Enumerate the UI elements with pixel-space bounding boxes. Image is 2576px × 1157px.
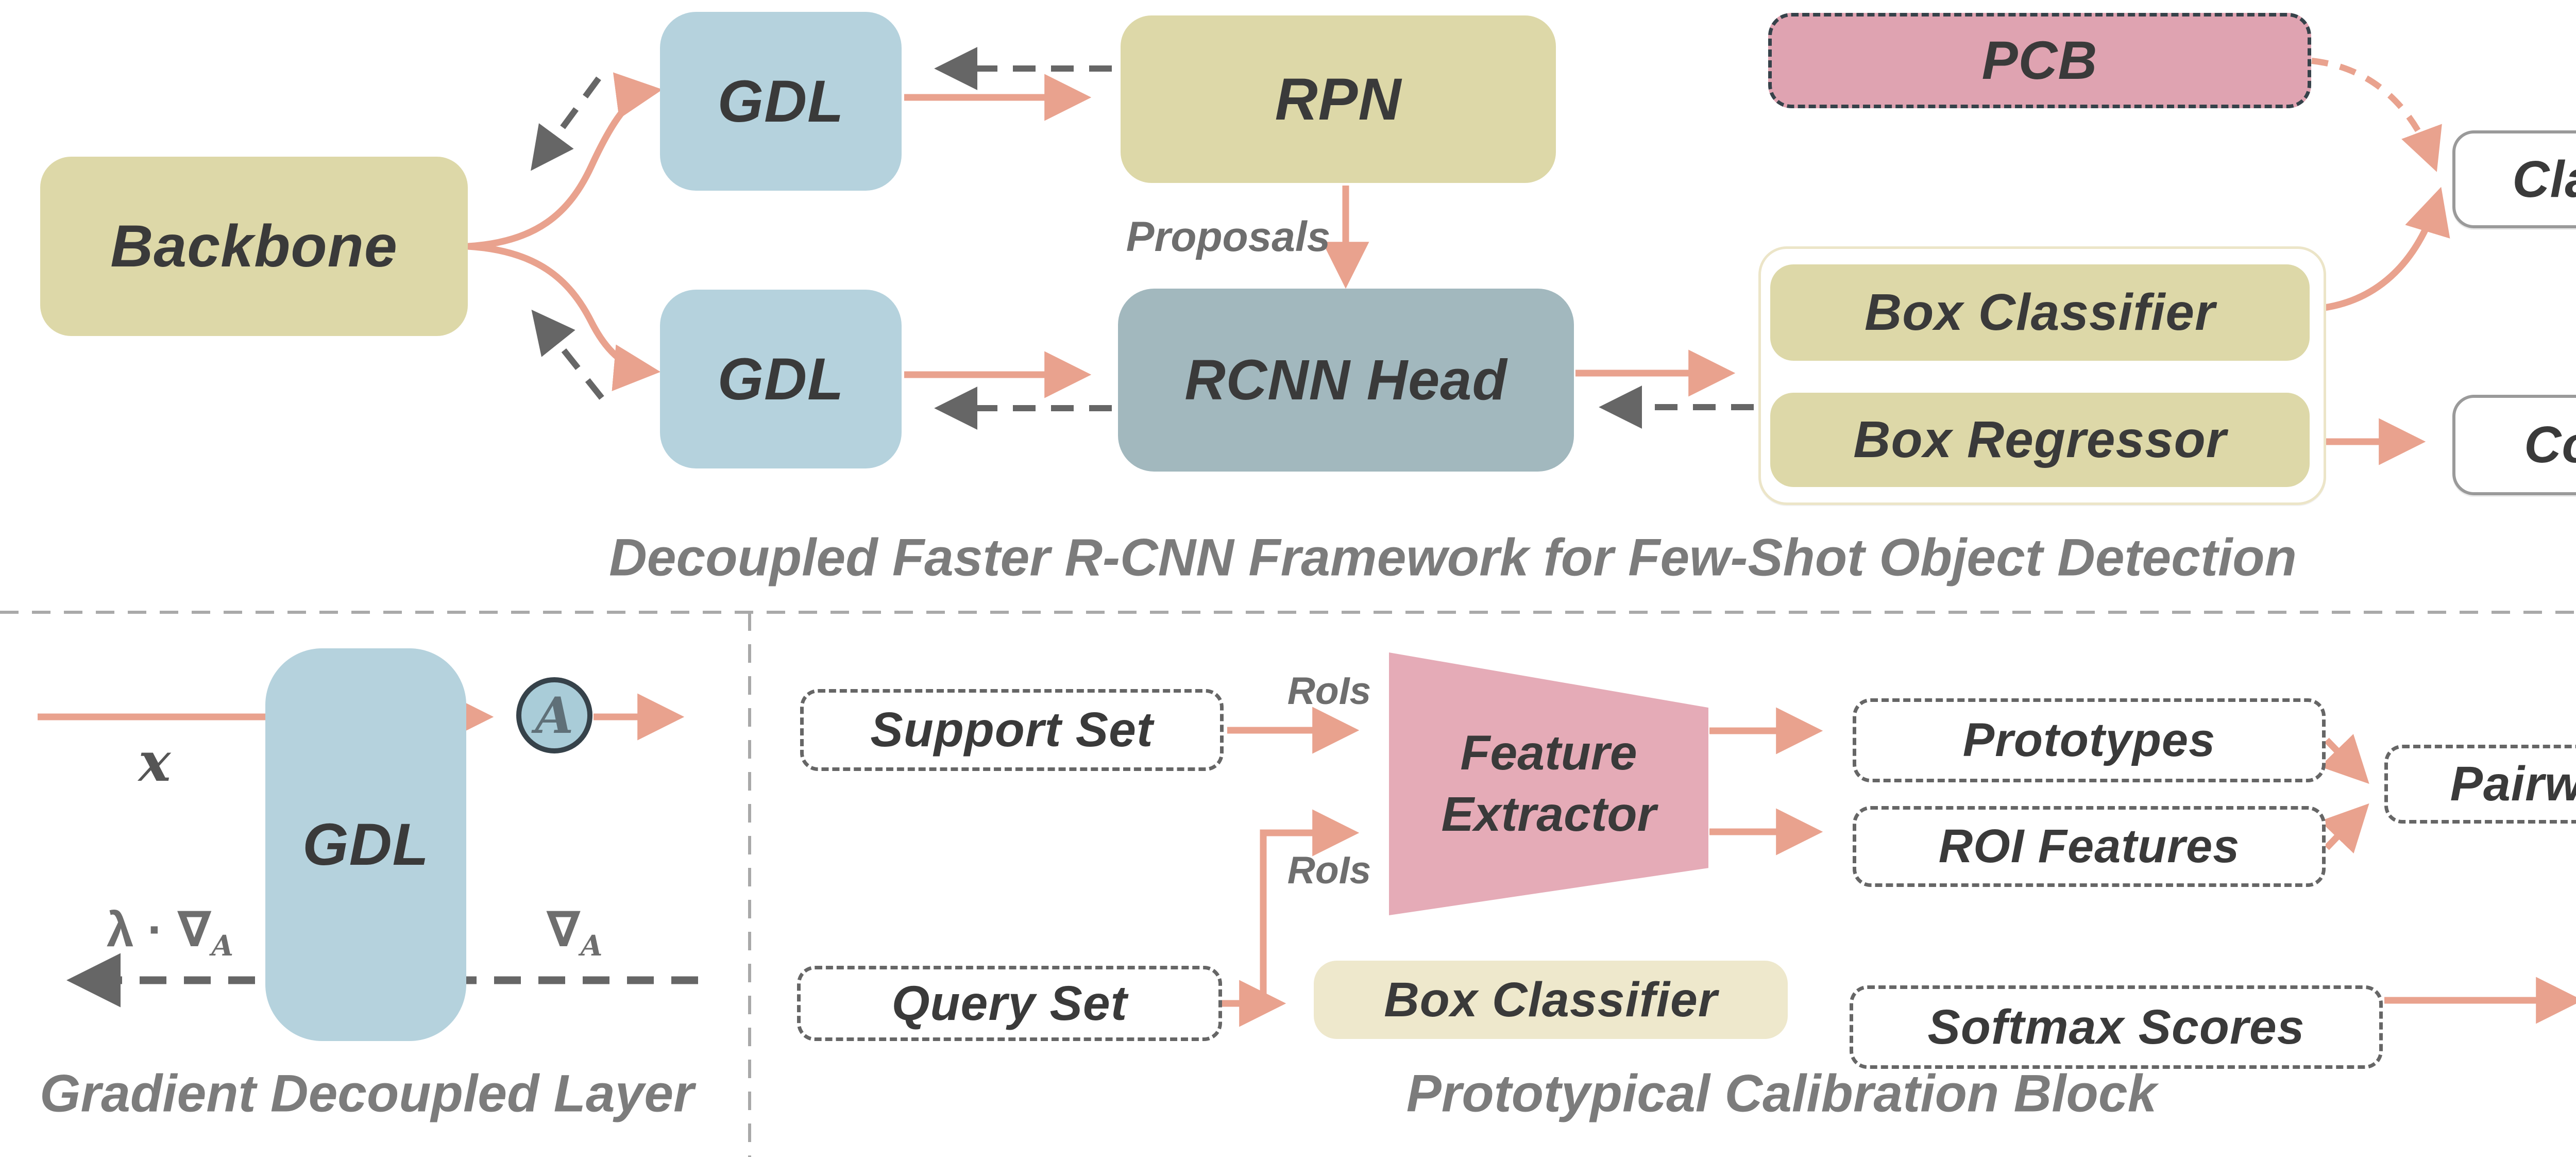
gradient-label: ∇A xyxy=(547,901,603,962)
proposals-label: Proposals xyxy=(1126,213,1331,260)
framework-caption: Decoupled Faster R-CNN Framework for Few… xyxy=(609,528,2297,587)
scaled-gradient-label: λ · ∇A xyxy=(107,901,233,962)
gradient-subscript: A xyxy=(580,929,603,963)
pcb-caption: Prototypical Calibration Block xyxy=(1406,1064,2157,1123)
arrow-backbone-to-gdl-top xyxy=(467,72,663,250)
roi-features-block: ROI Features xyxy=(1853,806,2326,887)
softmax-scores-block: Softmax Scores xyxy=(1850,985,2383,1069)
affine-transform-icon: A xyxy=(516,677,592,753)
gdl-input-label: x xyxy=(138,730,171,794)
arrow-pcb-to-classscores xyxy=(2311,58,2442,172)
coordinates-block: Coordinates xyxy=(2452,395,2576,495)
arrow-boxclassifier-to-classscores xyxy=(2310,187,2450,313)
gdl-top-block: GDL xyxy=(660,12,902,191)
arrow-roifeatures-to-pairwise xyxy=(2319,803,2369,854)
grad-arrow-gdl-bottom-to-backbone xyxy=(531,309,604,400)
gdl-caption: Gradient Decoupled Layer xyxy=(40,1064,694,1123)
arrow-backbone-to-gdl-bottom xyxy=(467,243,661,391)
gradient-text: ∇ xyxy=(546,902,581,957)
rois-top-label: RoIs xyxy=(1287,669,1371,712)
feature-extractor-block: Feature Extractor xyxy=(1389,652,1708,915)
arrow-prototypes-to-pairwise xyxy=(2319,734,2369,784)
feature-extractor-line2: Extractor xyxy=(1441,787,1656,842)
rcnn-head-block: RCNN Head xyxy=(1118,289,1574,472)
pairwise-scores-block: Pairwise Scores xyxy=(2384,745,2576,824)
backbone-block: Backbone xyxy=(40,157,468,336)
gdl-bottom-block: GDL xyxy=(660,290,902,468)
pcb-block: PCB xyxy=(1768,13,2311,108)
prototypes-block: Prototypes xyxy=(1853,698,2326,782)
pcb-box-classifier-block: Box Classifier xyxy=(1314,961,1788,1039)
box-regressor-block: Box Regressor xyxy=(1770,393,2310,487)
grad-arrow-gdl-top-to-backbone xyxy=(531,76,601,171)
query-set-block: Query Set xyxy=(797,966,1222,1041)
rois-bottom-label: RoIs xyxy=(1287,848,1371,892)
support-set-block: Support Set xyxy=(800,689,1224,771)
feature-extractor-line1: Feature xyxy=(1460,726,1637,781)
scaled-gradient-text: λ · ∇ xyxy=(106,902,212,957)
class-scores-block: Class Scores xyxy=(2452,130,2576,228)
scaled-gradient-subscript: A xyxy=(211,929,234,963)
gdl-detail-block: GDL xyxy=(265,648,466,1041)
rpn-block: RPN xyxy=(1121,15,1556,183)
box-classifier-block: Box Classifier xyxy=(1770,264,2310,361)
